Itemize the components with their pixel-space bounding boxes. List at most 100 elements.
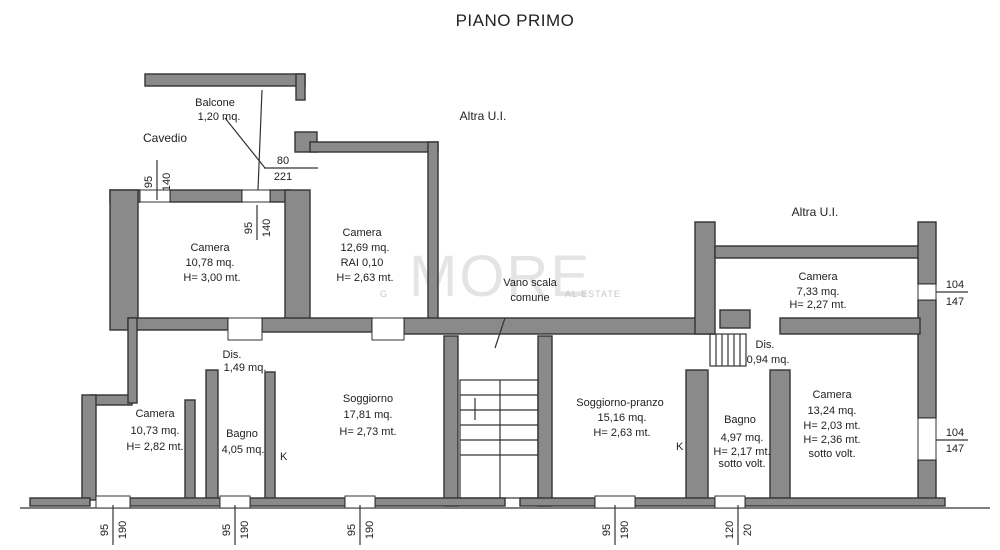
wall-left-upper [109,189,139,331]
camera1-area: 10,78 mq. [186,257,235,269]
dim-1: 95 140 [143,160,173,200]
stair-small [709,333,747,367]
wall-stair-right [537,335,553,507]
dim-9-a: 95 [601,524,613,536]
dim-4-b: 147 [946,296,964,308]
dim-5-a: 104 [946,427,964,439]
wall-row-1 [127,317,229,331]
camera5-area: 13,24 mq. [808,405,857,417]
altra-ui-right: Altra U.I. [792,205,839,219]
room-vano-scala: Vano scala comune [503,277,557,304]
room-camera-3: Camera 7,33 mq. H= 2,27 mt. [789,271,846,311]
wall-c4-left-up [127,317,138,404]
bagno2-height: H= 2,17 mt. [713,446,770,458]
dim-8-b: 190 [364,521,376,539]
camera1-height: H= 3,00 mt. [183,272,240,284]
dim-4: 104 147 [936,279,968,308]
dim-10-b: 20 [742,524,754,536]
bagno2-name: Bagno [724,414,756,426]
dim-1-b: 140 [161,173,173,191]
camera4-name: Camera [135,408,175,420]
wall-a2 [169,189,243,203]
balcone-label: Balcone [195,97,235,109]
wall-bagno2-right [769,369,791,503]
camera3-height: H= 2,27 mt. [789,299,846,311]
dim-10: 120 20 [724,505,754,545]
dim-7: 95 190 [221,505,251,545]
balcone-lines [224,89,266,191]
wall-r-mid [779,317,921,335]
dim-1-a: 95 [143,176,155,188]
altra-ui-left: Altra U.I. [460,109,507,123]
dim-8-a: 95 [346,524,358,536]
dis-right-name: Dis. [756,339,775,351]
camera1-name: Camera [190,242,230,254]
staircase [459,317,539,499]
dim-6-b: 190 [117,521,129,539]
vano-line2: comune [510,292,549,304]
dim-7-a: 95 [221,524,233,536]
soggiorno-name: Soggiorno [343,393,393,405]
wall-c2-top [309,141,439,153]
balcone-area: 1,20 mq. [198,111,241,123]
openings [95,189,937,509]
bagno2-area: 4,97 mq. [721,432,764,444]
wall-row-2 [261,317,373,333]
soggiorno-area: 17,81 mq. [344,409,393,421]
soggiorno-pranzo-area: 15,16 mq. [598,412,647,424]
wall-r-top [714,245,926,259]
wall-mid1 [284,189,311,331]
wall-stair-left [443,335,459,507]
k-mark-2: K [676,441,684,453]
wall-bagno1-right [264,371,276,503]
room-camera-1: Camera 10,78 mq. H= 3,00 mt. [183,242,240,284]
camera5-name: Camera [812,389,852,401]
camera3-name: Camera [798,271,838,283]
wall-bagno1-left [205,369,219,503]
cavedio-label: Cavedio [143,131,187,145]
vano-line1: Vano scala [503,277,557,289]
dim-3-a: 80 [277,155,289,167]
room-bagno-1: Bagno 4,05 mq. [222,428,265,456]
camera2-name: Camera [342,227,382,239]
watermark-tag-right: AL ESTATE [565,289,621,299]
room-soggiorno: Soggiorno 17,81 mq. H= 2,73 mt. [339,393,396,438]
camera4-area: 10,73 mq. [131,425,180,437]
dim-2: 95 140 [243,205,273,240]
camera5-note: sotto volt. [808,448,855,460]
dis-left-area: 1,49 mq. [224,362,267,374]
wall-bot-a [29,497,91,507]
watermark-brand: MORE [409,244,591,309]
watermark-logo: MORE G AL ESTATE [380,244,621,309]
dim-8: 95 190 [346,505,376,545]
room-camera-4: Camera 10,73 mq. H= 2,82 mt. [126,408,183,453]
wall-bot-b [129,497,221,507]
wall-c4-right [184,399,196,501]
room-camera-5: Camera 13,24 mq. H= 2,03 mt. H= 2,36 mt.… [803,389,860,460]
soggiorno-pranzo-name: Soggiorno-pranzo [576,397,663,409]
room-dis-right: Dis. 0,94 mq. [747,339,790,366]
dim-5-b: 147 [946,443,964,455]
dis-left-name: Dis. [223,349,242,361]
wall-top-cavedio-end [295,73,306,101]
wall-r-stub [719,309,751,329]
wall-bot-c [249,497,346,507]
dim-9-b: 190 [619,521,631,539]
dim-10-a: 120 [724,521,736,539]
wall-bot-g [744,497,946,507]
wall-r-right-bot [917,459,937,503]
camera4-height: H= 2,82 mt. [126,441,183,453]
camera5-height1: H= 2,03 mt. [803,420,860,432]
bagno1-area: 4,05 mq. [222,444,265,456]
bagno2-note: sotto volt. [718,458,765,470]
wall-bot-d [374,497,506,507]
dim-4-a: 104 [946,279,964,291]
dim-3: 80 221 [264,155,318,183]
wall-bot-f [634,497,716,507]
soggiorno-pranzo-height: H= 2,63 mt. [593,427,650,439]
dim-6: 95 190 [99,505,129,545]
bagno1-name: Bagno [226,428,258,440]
camera2-area: 12,69 mq. [341,242,390,254]
room-camera-2: Camera 12,69 mq. RAI 0,10 H= 2,63 mt. [336,227,393,284]
wall-c4-left [81,394,97,501]
